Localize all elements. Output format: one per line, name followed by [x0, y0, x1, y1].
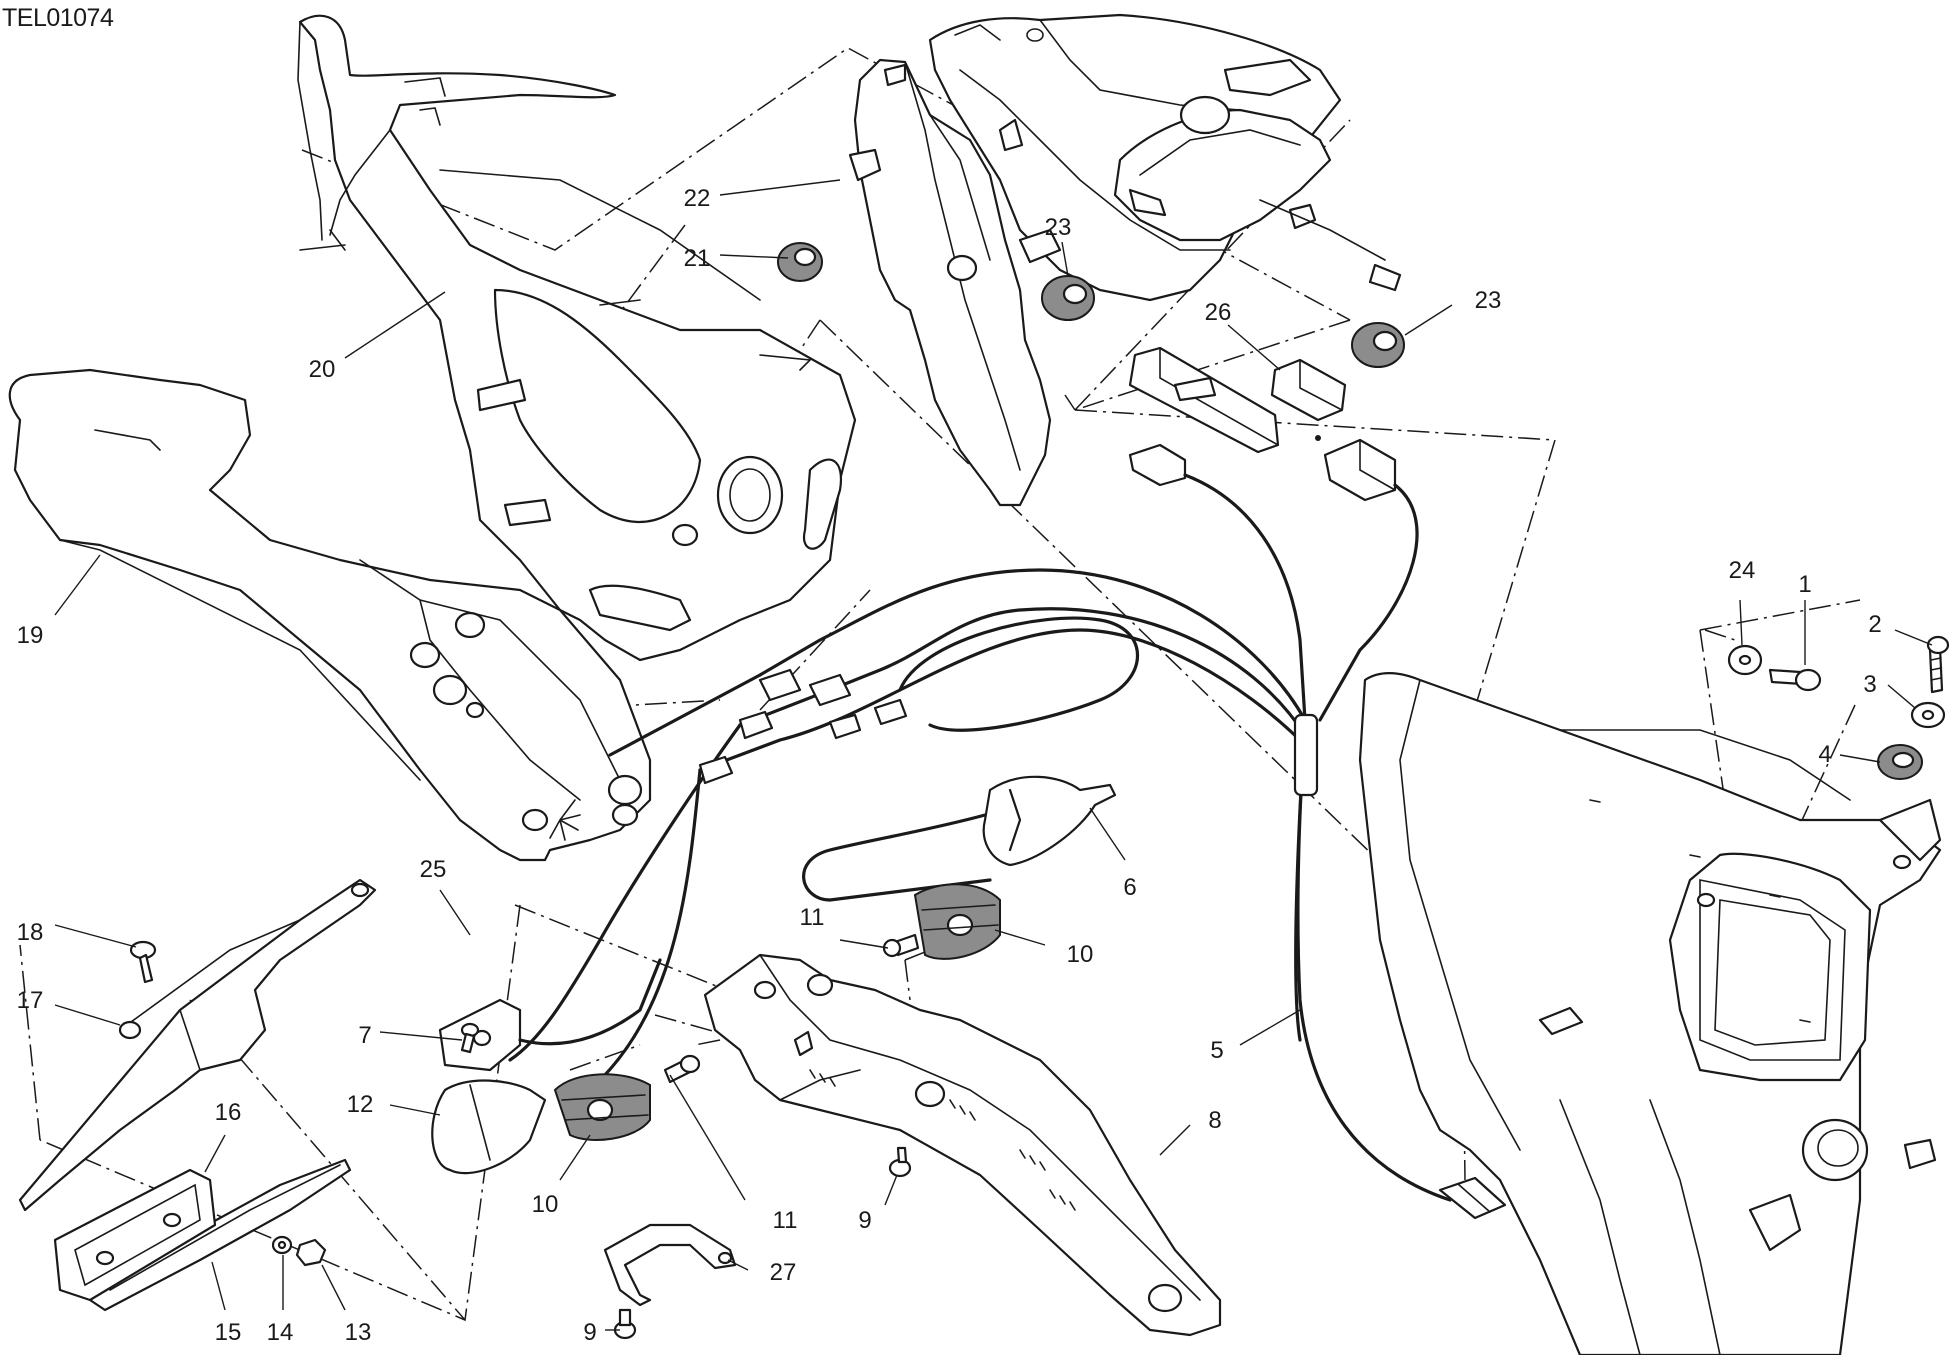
- rear-tail-fairing: [1358, 672, 1942, 1355]
- part-24-washer: [1727, 644, 1763, 676]
- part-12-turn-signal: [431, 1079, 547, 1175]
- leader-lines: [54, 179, 1933, 1331]
- callout-22: 22: [684, 185, 711, 212]
- callout-5: 5: [1210, 1037, 1223, 1064]
- callout-6: 6: [1123, 874, 1136, 901]
- callout-13: 13: [345, 1319, 372, 1346]
- part-17-plate-support: [18, 878, 377, 1212]
- callout-11-right: 11: [800, 904, 825, 931]
- part-10-mount-right: [913, 883, 1001, 960]
- part-13-nut: [295, 1238, 327, 1267]
- callout-2: 2: [1868, 611, 1881, 638]
- callout-23-right: 23: [1475, 287, 1502, 314]
- part-4-grommet: [1877, 744, 1923, 780]
- part-7-screw: [460, 1022, 480, 1054]
- callout-3: 3: [1863, 671, 1876, 698]
- callout-21: 21: [684, 245, 711, 272]
- callout-9-upper: 9: [858, 1207, 871, 1234]
- callout-26: 26: [1205, 299, 1232, 326]
- callout-labels: 1 2 3 4 5 6 7 8 9 9 10 10 11 11 13 14 15…: [17, 185, 1882, 1346]
- callout-20: 20: [309, 356, 336, 383]
- tail-unit-upper: [928, 13, 1402, 302]
- callout-18: 18: [17, 919, 44, 946]
- callout-7: 7: [358, 1022, 371, 1049]
- part-20-tail-cover: [297, 14, 857, 662]
- callout-10-right: 10: [1067, 941, 1094, 968]
- grommets: [777, 242, 1923, 780]
- part-21-grommet: [777, 242, 823, 282]
- callout-24: 24: [1729, 557, 1756, 584]
- part-22-bracket: [848, 58, 1052, 507]
- part-26-connectors: [1128, 346, 1397, 502]
- callout-27: 27: [770, 1259, 797, 1286]
- callout-25: 25: [420, 856, 447, 883]
- drawing-reference: TEL01074: [2, 4, 114, 32]
- part-10-mount-left: [553, 1073, 651, 1141]
- fasteners: [129, 635, 1950, 1340]
- callout-17: 17: [17, 987, 44, 1014]
- callout-12: 12: [347, 1091, 374, 1118]
- callout-1: 1: [1798, 571, 1811, 598]
- callout-19: 19: [17, 622, 44, 649]
- part-1-screw: [1768, 668, 1822, 692]
- part-27-bracket: [603, 1223, 737, 1307]
- part-14-washer: [271, 1235, 293, 1255]
- part-16-reflector: [53, 1168, 217, 1302]
- part-23-grommet-left: [1041, 275, 1095, 321]
- part-11-screw-right: [882, 933, 920, 958]
- part-9-screw-lower: [613, 1308, 637, 1340]
- part-18-screw: [129, 940, 157, 984]
- part-11-screw-left: [663, 1054, 701, 1084]
- callout-15: 15: [215, 1319, 242, 1346]
- part-6-turn-signal: [802, 775, 1117, 902]
- part-5-wiring-harness: [508, 473, 1507, 1220]
- callout-9-lower: 9: [583, 1319, 596, 1346]
- callout-4: 4: [1818, 741, 1831, 768]
- callout-10-left: 10: [532, 1191, 559, 1218]
- callout-11-left: 11: [773, 1207, 798, 1234]
- callout-8: 8: [1208, 1107, 1221, 1134]
- part-8-plate-holder: [703, 953, 1222, 1337]
- part-25-plate-light: [438, 958, 662, 1072]
- part-19-side-panel: [8, 368, 652, 862]
- part-9-screw-upper: [888, 1146, 912, 1178]
- callout-14: 14: [267, 1319, 294, 1346]
- part-23-grommet-right: [1351, 322, 1405, 368]
- callout-16: 16: [215, 1099, 242, 1126]
- callout-23-left: 23: [1045, 214, 1072, 241]
- part-2-screw: [1926, 635, 1950, 694]
- part-3-washer: [1910, 701, 1946, 729]
